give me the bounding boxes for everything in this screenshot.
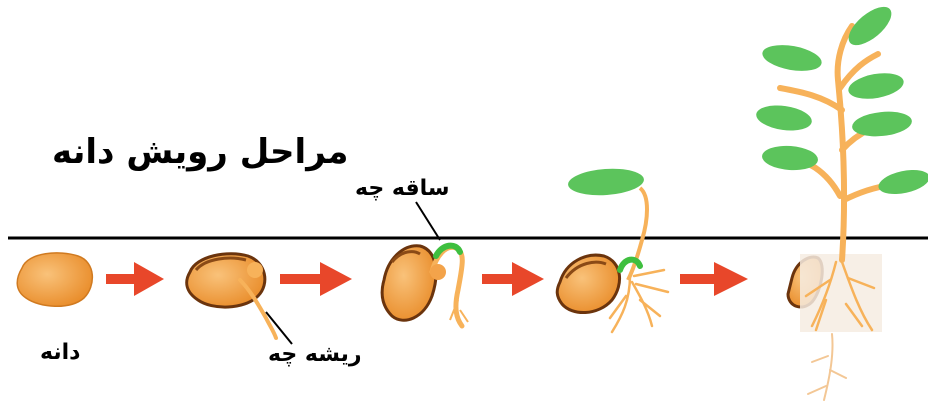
- hypocotyl-label: ساقه چه: [355, 176, 450, 201]
- arrow-right-icon: [280, 262, 352, 296]
- hypocotyl-pointer: [416, 202, 440, 240]
- seed-icon: [17, 253, 92, 306]
- arrow-right-icon: [680, 262, 748, 296]
- page-title: مراحل رویش دانه: [52, 132, 348, 172]
- plant-icon: [755, 0, 928, 400]
- radicle-label: ریشه چه: [268, 342, 362, 367]
- seed-radicle-icon: [187, 254, 276, 338]
- seed-label: دانه: [40, 340, 80, 365]
- seed-hypocotyl-icon: [382, 246, 468, 326]
- arrow-right-icon: [106, 262, 164, 296]
- arrow-right-icon: [482, 262, 544, 296]
- sprout-icon: [557, 166, 668, 332]
